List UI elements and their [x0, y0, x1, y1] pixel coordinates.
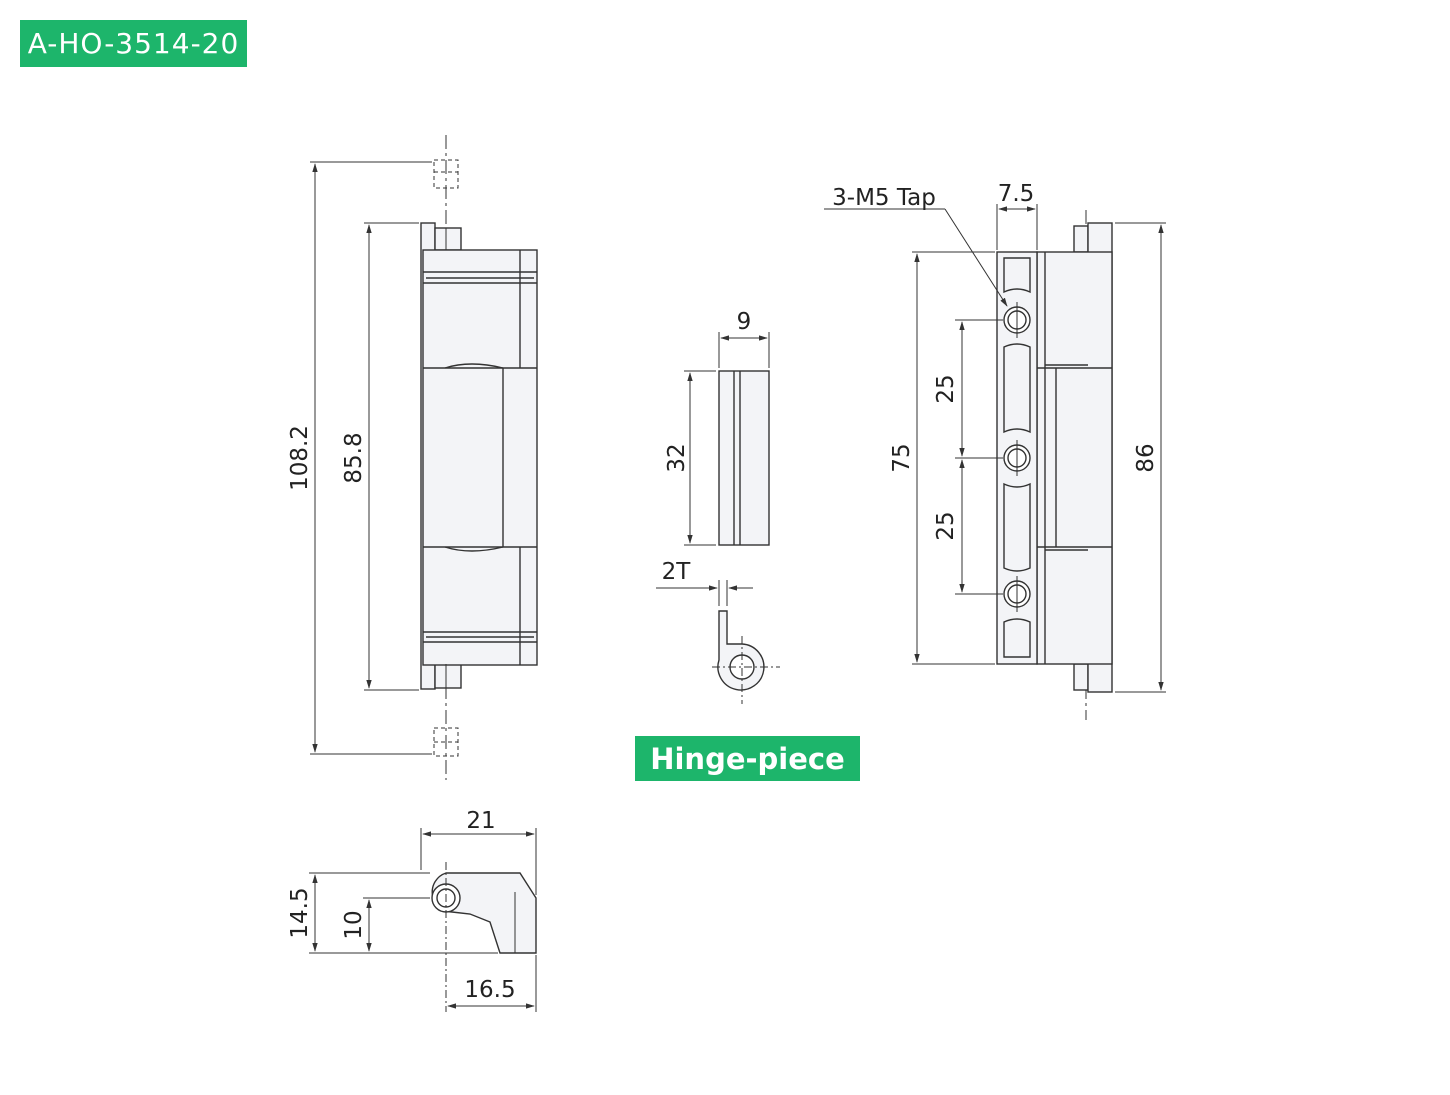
top-base-width-label: 16.5	[464, 977, 515, 1003]
top-height-label: 14.5	[287, 887, 313, 938]
piece-thickness-label: 2T	[662, 559, 692, 585]
tap-span-label: 75	[889, 443, 915, 472]
front-body-length-label: 85.8	[341, 432, 367, 483]
piece-height-label: 32	[664, 443, 690, 472]
hinge-piece-view	[656, 332, 780, 704]
hinge-piece-badge: Hinge-piece	[635, 736, 860, 781]
front-view	[310, 135, 538, 780]
top-view	[309, 828, 537, 1012]
top-pivot-height-label: 10	[341, 910, 367, 939]
piece-width-label: 9	[737, 309, 752, 335]
pitch-top-label: 25	[933, 374, 959, 403]
tap-label: 3-M5 Tap	[832, 185, 936, 211]
tap-offset-label: 7.5	[998, 181, 1035, 207]
side-view	[824, 204, 1166, 720]
part-number-badge: A-HO-3514-20	[20, 20, 247, 67]
top-width-label: 21	[466, 808, 495, 834]
side-overall-length-label: 86	[1133, 443, 1159, 472]
front-overall-length-label: 108.2	[287, 425, 313, 491]
pitch-bottom-label: 25	[933, 511, 959, 540]
